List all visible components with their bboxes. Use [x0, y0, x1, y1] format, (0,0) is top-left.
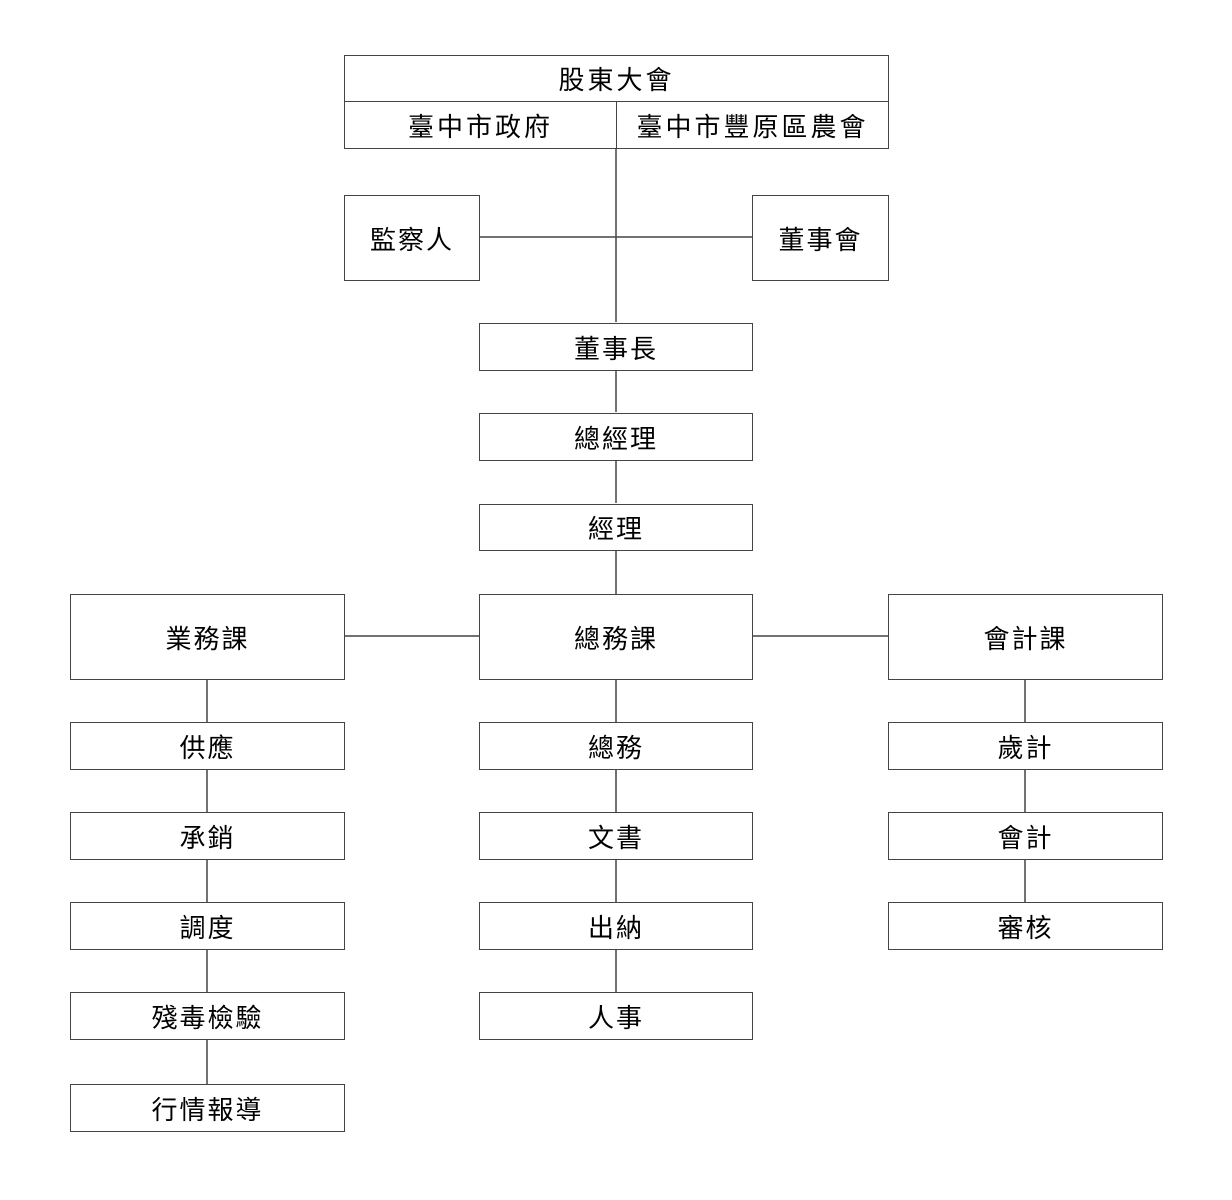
business-item-residue-testing: 殘毒檢驗 — [70, 992, 345, 1040]
manager-box: 經理 — [479, 504, 753, 551]
business-item-market-report: 行情報導 — [70, 1084, 345, 1132]
chairman-box: 董事長 — [479, 323, 753, 371]
shareholder-city-government: 臺中市政府 — [345, 102, 617, 148]
ga-item-documents: 文書 — [479, 812, 753, 860]
ga-item-personnel: 人事 — [479, 992, 753, 1040]
accounting-item-budget: 歲計 — [888, 722, 1163, 770]
accounting-section-box: 會計課 — [888, 594, 1163, 680]
supervisor-box: 監察人 — [344, 195, 480, 281]
business-item-dispatch: 調度 — [70, 902, 345, 950]
board-box: 董事會 — [752, 195, 889, 281]
shareholder-farmers-association: 臺中市豐原區農會 — [636, 112, 869, 143]
business-section-box: 業務課 — [70, 594, 345, 680]
accounting-item-accounting: 會計 — [888, 812, 1163, 860]
shareholders-meeting-title: 股東大會 — [345, 56, 888, 102]
business-item-consignment: 承銷 — [70, 812, 345, 860]
general-affairs-section-box: 總務課 — [479, 594, 753, 680]
ga-item-cashier: 出納 — [479, 902, 753, 950]
ga-item-general-affairs: 總務 — [479, 722, 753, 770]
general-manager-box: 總經理 — [479, 413, 753, 461]
shareholders-meeting-box: 股東大會 臺中市政府 臺中市豐原區農會 — [344, 55, 889, 149]
accounting-item-audit: 審核 — [888, 902, 1163, 950]
business-item-supply: 供應 — [70, 722, 345, 770]
